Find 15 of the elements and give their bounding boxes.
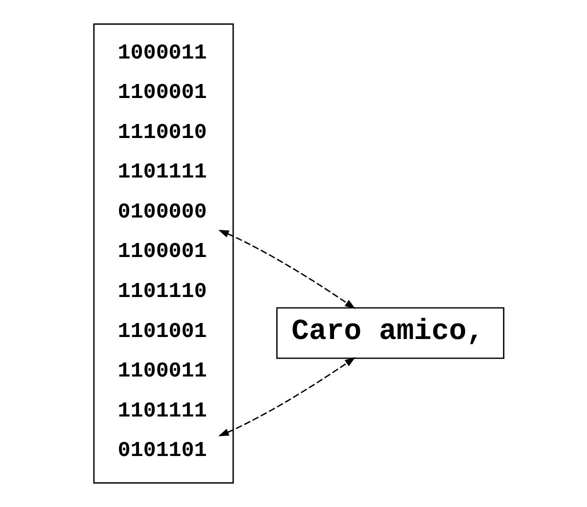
arrow xyxy=(218,230,356,309)
node-text: 1100001 xyxy=(118,240,207,264)
cluster xyxy=(93,23,234,484)
node-text: 1101111 xyxy=(118,160,207,185)
arrow xyxy=(218,357,356,436)
node-text: 1100011 xyxy=(118,360,207,384)
node-text: 0101101 xyxy=(118,439,207,464)
node-text: 1000011 xyxy=(118,41,207,66)
node-text: 1101001 xyxy=(118,320,207,344)
node-text: 1101110 xyxy=(118,280,207,304)
node-box: Caro amico, xyxy=(276,307,504,359)
node-text: 1101111 xyxy=(118,399,207,424)
node-text: 1110010 xyxy=(118,120,207,145)
node-text: 1100001 xyxy=(118,81,207,106)
node-text: 0100000 xyxy=(118,200,207,224)
